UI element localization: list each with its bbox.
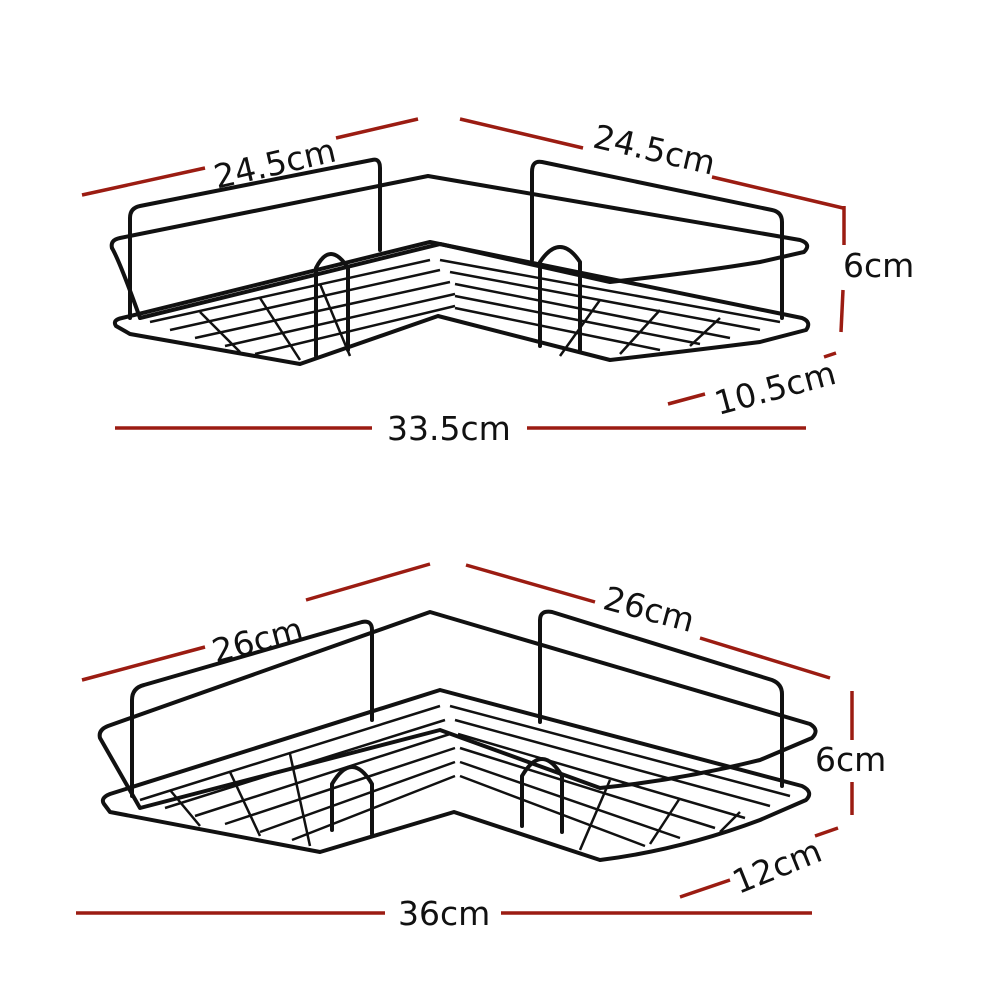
dim-line-left-b <box>335 117 419 140</box>
dim-line-depth-b <box>823 351 837 359</box>
shelf-small: 24.5cm 24.5cm 6cm 10.5cm 33.5cm <box>81 117 914 448</box>
dim-line-right-a <box>459 117 584 150</box>
label-right-side: 24.5cm <box>590 117 719 183</box>
dim-line-depth-b <box>814 826 839 838</box>
dim-line-right-b <box>711 175 844 210</box>
dim-line-depth-a <box>667 392 706 406</box>
shelf-large-wire <box>97 609 818 862</box>
label-height: 6cm <box>843 246 914 285</box>
dim-line-right-b <box>699 636 831 680</box>
label-depth: 10.5cm <box>710 353 840 423</box>
label-depth: 12cm <box>727 831 827 902</box>
label-height: 6cm <box>815 740 886 779</box>
label-width: 36cm <box>398 894 490 933</box>
dim-line-left-a <box>81 645 206 682</box>
dim-line-left-a <box>81 166 206 197</box>
dim-line-right-a <box>465 563 596 604</box>
shelf-large: 26cm 26cm 6cm 12cm 36cm <box>76 562 886 933</box>
label-width: 33.5cm <box>387 409 511 448</box>
shelf-small-wire <box>109 157 811 366</box>
dim-line-depth-a <box>679 878 731 899</box>
dim-line-height-b <box>839 289 845 333</box>
dim-line-left-b <box>305 562 431 602</box>
